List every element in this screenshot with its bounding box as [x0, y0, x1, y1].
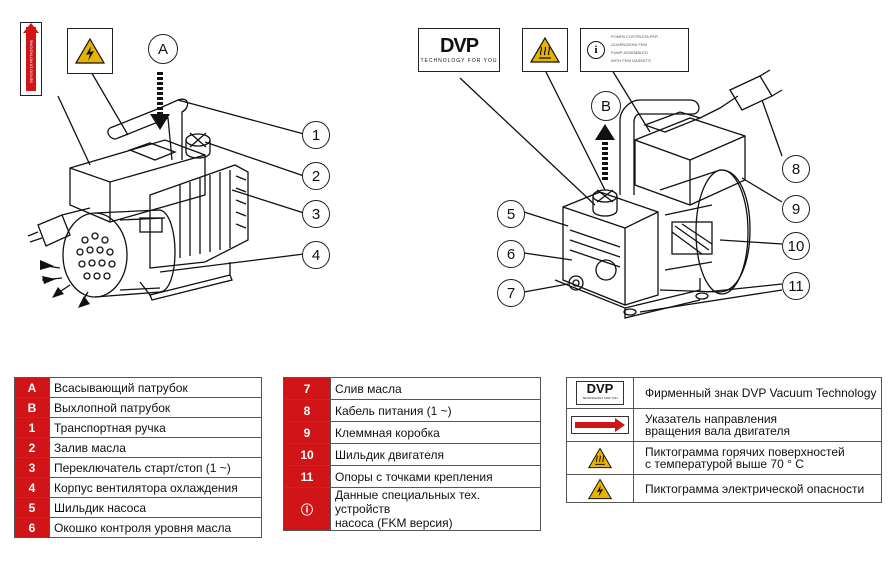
- legend-key: 4: [14, 477, 50, 498]
- callout-a: A: [148, 34, 178, 64]
- dvp-logo-tagline: TECHNOLOGY FOR YOU: [420, 58, 498, 64]
- callout-7: 7: [497, 279, 525, 307]
- hot-surface-icon: [530, 37, 560, 63]
- callout-5: 5: [497, 200, 525, 228]
- info-line-4: WITH FKM GASKETS: [611, 58, 651, 63]
- legend-text: Выхлопной патрубок: [49, 397, 262, 418]
- legend-key: 6: [14, 517, 50, 538]
- symbol-text: Фирменный знак DVP Vacuum Technology: [645, 386, 877, 400]
- info-icon: i: [587, 41, 605, 59]
- suction-arrow-icon: [150, 72, 170, 130]
- legend-key: B: [14, 397, 50, 418]
- legend-text: Слив масла: [330, 377, 541, 400]
- legend-key: 5: [14, 497, 50, 518]
- electric-hazard-icon: [75, 38, 105, 64]
- electric-hazard-sticker: [67, 28, 113, 74]
- legend-text: Шильдик двигателя: [330, 443, 541, 466]
- legend-text: Окошко контроля уровня масла: [49, 517, 262, 538]
- legend-text: Данные специальных тех. устройств насоса…: [330, 487, 541, 531]
- left-pump-arrowheads: [40, 260, 90, 308]
- pump-illustrations: [27, 69, 783, 319]
- callout-9: 9: [782, 195, 810, 223]
- legend-key: 2: [14, 437, 50, 458]
- symbol-text: Пиктограмма электрической опасности: [645, 481, 865, 496]
- legend-text: Шильдик насоса: [49, 497, 262, 518]
- symbol-text: Указатель направления вращения вала двиг…: [645, 412, 790, 438]
- dvp-logo-sticker: DVP TECHNOLOGY FOR YOU: [418, 28, 500, 72]
- dvp-logo-icon: DVP TECHNOLOGY FOR YOU: [567, 378, 634, 408]
- fan-cover-holes: [76, 232, 116, 280]
- legend-text: Корпус вентилятора охлаждения: [49, 477, 262, 498]
- dvp-logo-text: DVP: [439, 35, 479, 57]
- callout-11: 11: [782, 272, 810, 300]
- callout-b: B: [591, 91, 621, 121]
- callout-1: 1: [302, 121, 330, 149]
- callout-2: 2: [302, 162, 330, 190]
- legend-key: 3: [14, 457, 50, 478]
- hot-surface-icon: [567, 442, 634, 474]
- hot-surface-sticker: [522, 28, 568, 72]
- rotation-sticker-vertical: SENSO DI ROTAZIONE: [20, 22, 42, 96]
- rotation-arrow-icon: [567, 409, 634, 441]
- right-pump-drawing: [459, 69, 783, 319]
- legend-text: Переключатель старт/стоп (1 ~): [49, 457, 262, 478]
- callout-4: 4: [302, 241, 330, 269]
- symbol-text: Пиктограмма горячих поверхностей с темпе…: [645, 445, 845, 471]
- dvp-logo-mini-tagline: TECHNOLOGY FOR YOU: [582, 396, 618, 400]
- legend-text: Опоры с точками крепления: [330, 465, 541, 488]
- info-line-1: POMPA COSTRUITA PER: [611, 34, 658, 39]
- symbol-row-rotation: Указатель направления вращения вала двиг…: [567, 409, 881, 442]
- legend-text: Кабель питания (1 ~): [330, 399, 541, 422]
- left-pump-drawing: [27, 69, 305, 306]
- legend-key: ⓘ: [283, 487, 331, 531]
- dvp-logo-mini-text: DVP: [586, 381, 614, 396]
- electric-hazard-icon: [567, 475, 634, 502]
- legend-key: 7: [283, 377, 331, 400]
- symbol-row-dvp: DVP TECHNOLOGY FOR YOU Фирменный знак DV…: [567, 378, 881, 409]
- legend-key: 1: [14, 417, 50, 438]
- fkm-info-sticker: i POMPA COSTRUITA PER GUARNIZIONI FKM PU…: [580, 28, 689, 72]
- symbols-legend: DVP TECHNOLOGY FOR YOU Фирменный знак DV…: [566, 377, 882, 503]
- legend-text: Всасывающий патрубок: [49, 377, 262, 398]
- rotation-sticker-text: SENSO DI ROTAZIONE: [28, 39, 34, 84]
- exhaust-arrow-icon: [595, 124, 615, 180]
- callout-3: 3: [302, 200, 330, 228]
- callout-10: 10: [782, 232, 810, 260]
- info-line-2: GUARNIZIONI FKM: [611, 42, 647, 47]
- info-line-3: PUMP ASSEMBLED: [611, 50, 648, 55]
- legend-text: Транспортная ручка: [49, 417, 262, 438]
- callout-6: 6: [497, 240, 525, 268]
- legend-key: 9: [283, 421, 331, 444]
- callout-8: 8: [782, 155, 810, 183]
- legend-text: Залив масла: [49, 437, 262, 458]
- legend-key: A: [14, 377, 50, 398]
- legend-key: 10: [283, 443, 331, 466]
- symbol-row-electric: Пиктограмма электрической опасности: [567, 475, 881, 502]
- legend-text: Клеммная коробка: [330, 421, 541, 444]
- legend-key: 8: [283, 399, 331, 422]
- legend-key: 11: [283, 465, 331, 488]
- symbol-row-hot: Пиктограмма горячих поверхностей с темпе…: [567, 442, 881, 475]
